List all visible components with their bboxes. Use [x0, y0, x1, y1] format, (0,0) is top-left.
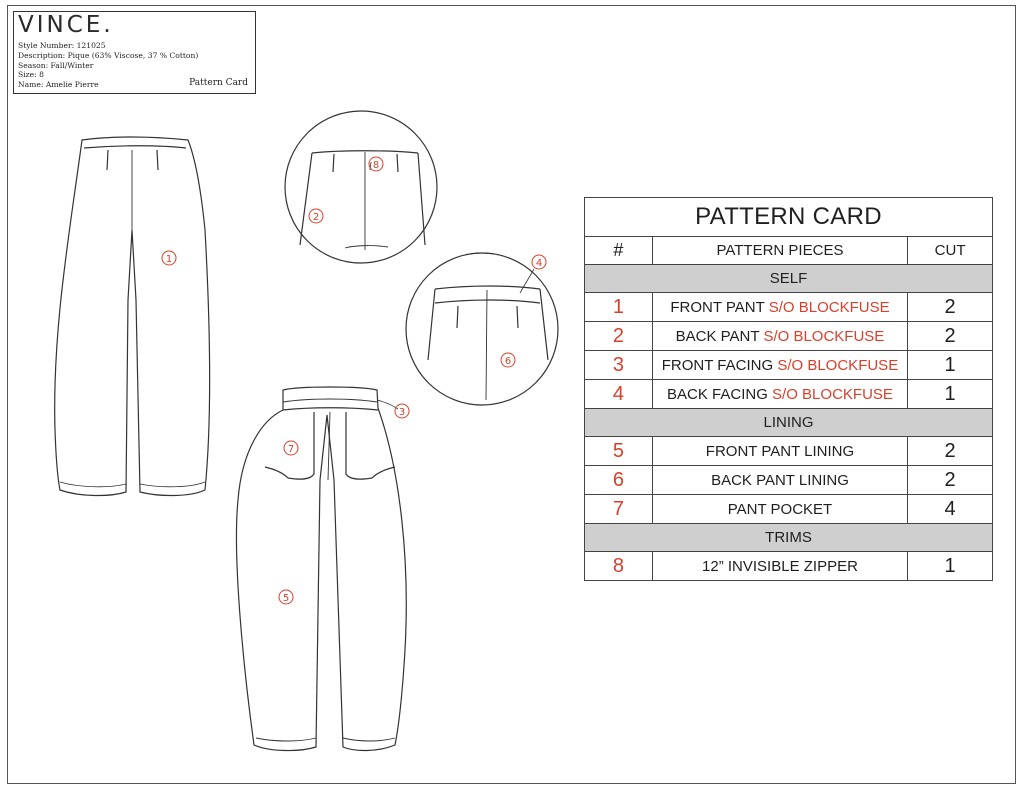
row-number: 4 [584, 379, 653, 409]
style-number: Style Number: 121025 [18, 41, 106, 50]
row-piece: FRONT PANT LINING [651, 436, 909, 466]
callout-6: 6 [500, 352, 516, 368]
header-cut: CUT [907, 236, 993, 265]
description: Description: Pique (63% Viscose, 37 % Co… [18, 50, 199, 60]
svg-text:5: 5 [283, 593, 289, 604]
row-piece: 12” INVISIBLE ZIPPER [651, 551, 909, 581]
section-trims: TRIMS [584, 523, 993, 552]
season: Season: Fall/Winter [18, 60, 94, 70]
svg-text:6: 6 [505, 356, 511, 367]
section-lining: LINING [584, 408, 993, 437]
row-piece: BACK PANT S/O BLOCKFUSE [651, 321, 909, 351]
table-row: 8 12” INVISIBLE ZIPPER 1 [584, 551, 993, 581]
designer-name: Name: Amelie Pierre [18, 80, 99, 90]
row-piece: FRONT FACING S/O BLOCKFUSE [651, 350, 909, 380]
svg-text:1: 1 [166, 254, 172, 265]
table-title: PATTERN CARD [584, 197, 993, 237]
row-cut: 1 [907, 350, 993, 380]
row-number: 8 [584, 551, 653, 581]
row-piece: PANT POCKET [651, 494, 909, 524]
callout-8: 8 [368, 156, 384, 172]
pattern-card-table: PATTERN CARD # PATTERN PIECES CUT SELF 1… [584, 197, 993, 581]
row-number: 7 [584, 494, 653, 524]
callout-4: 4 [531, 254, 547, 270]
table-row: 6 BACK PANT LINING 2 [584, 465, 993, 495]
blockfuse-note: S/O BLOCKFUSE [772, 385, 893, 403]
table-row: 2 BACK PANT S/O BLOCKFUSE 2 [584, 321, 993, 351]
callout-5: 5 [278, 589, 294, 605]
svg-text:3: 3 [399, 407, 405, 418]
row-number: 5 [584, 436, 653, 466]
row-number: 2 [584, 321, 653, 351]
card-label: Pattern Card [189, 78, 248, 88]
callout-7: 7 [283, 440, 299, 456]
row-number: 1 [584, 292, 653, 322]
front-pant-sketch [235, 386, 407, 752]
row-cut: 4 [907, 494, 993, 524]
back-pant-sketch [54, 136, 211, 497]
header-pattern-pieces: PATTERN PIECES [651, 236, 909, 265]
waist-detail-circle-back [284, 110, 438, 264]
title-block: VINCE. Style Number: 121025 Description:… [13, 11, 256, 94]
row-cut: 1 [907, 551, 993, 581]
table-row: 3 FRONT FACING S/O BLOCKFUSE 1 [584, 350, 993, 380]
row-number: 3 [584, 350, 653, 380]
svg-text:7: 7 [288, 444, 294, 455]
row-number: 6 [584, 465, 653, 495]
blockfuse-note: S/O BLOCKFUSE [768, 298, 890, 316]
table-row: 1 FRONT PANT S/O BLOCKFUSE 2 [584, 292, 993, 322]
brand-logo: VINCE. [18, 12, 114, 38]
row-piece: BACK FACING S/O BLOCKFUSE [651, 379, 909, 409]
callout-1: 1 [161, 250, 177, 266]
row-piece: BACK PANT LINING [651, 465, 909, 495]
blockfuse-note: S/O BLOCKFUSE [777, 356, 899, 374]
callouts: 1 2 3 4 5 6 7 8 [161, 156, 547, 605]
header-number: # [584, 236, 653, 265]
row-cut: 2 [907, 321, 993, 351]
svg-text:2: 2 [313, 212, 319, 223]
table-row: 7 PANT POCKET 4 [584, 494, 993, 524]
svg-text:4: 4 [536, 258, 542, 269]
section-self: SELF [584, 264, 993, 293]
table-row: 5 FRONT PANT LINING 2 [584, 436, 993, 466]
size: Size: 8 [18, 70, 44, 80]
row-cut: 2 [907, 465, 993, 495]
callout-2: 2 [308, 208, 324, 224]
page-frame [7, 5, 1016, 784]
row-cut: 2 [907, 292, 993, 322]
row-cut: 2 [907, 436, 993, 466]
table-row: 4 BACK FACING S/O BLOCKFUSE 1 [584, 379, 993, 409]
blockfuse-note: S/O BLOCKFUSE [763, 327, 885, 345]
row-piece: FRONT PANT S/O BLOCKFUSE [651, 292, 909, 322]
svg-text:8: 8 [373, 160, 379, 171]
callout-3: 3 [394, 403, 410, 419]
title-block-details: Style Number: 121025 Description: Pique … [18, 41, 198, 90]
waist-detail-circle-front [405, 252, 559, 406]
row-cut: 1 [907, 379, 993, 409]
